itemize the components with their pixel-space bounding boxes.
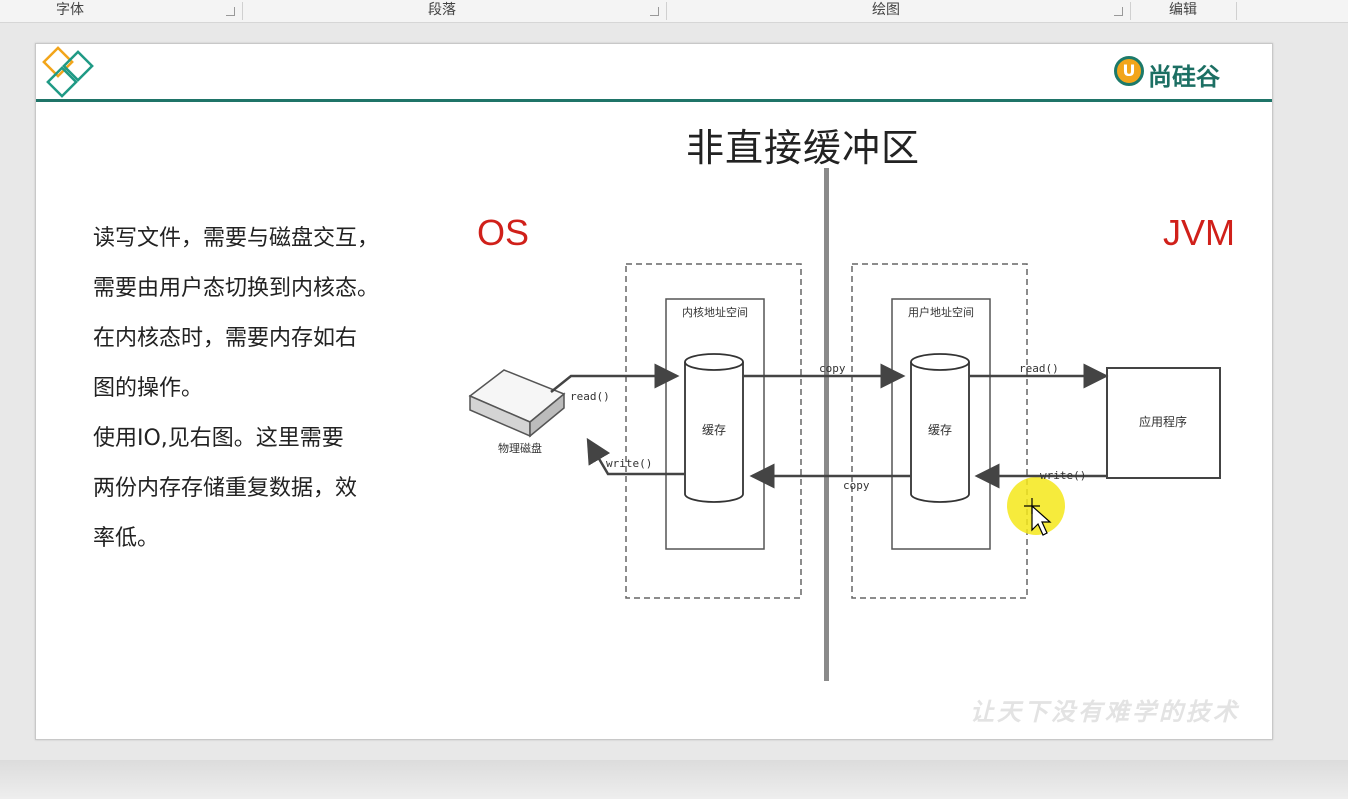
kernel-user-divider: [824, 168, 829, 681]
user-space-label: 用户地址空间: [908, 305, 974, 319]
slide-watermark: 让天下没有难学的技术: [970, 697, 1240, 726]
ribbon-separator: [1130, 2, 1131, 20]
body-line: 在内核态时，需要内存如右: [93, 326, 358, 351]
ribbon-group-editing[interactable]: 编辑: [1169, 2, 1197, 18]
body-line: 率低。: [93, 526, 160, 551]
io-diagram: 内核地址空间 用户地址空间 缓存 缓存 物理磁盘 应用程序 read(): [468, 263, 1221, 599]
write-label-app: write(): [1040, 469, 1086, 482]
copy-label-top: copy: [819, 362, 846, 375]
ribbon-bar: 字体 段落 绘图 编辑: [0, 0, 1348, 23]
physical-disk-icon: [468, 369, 566, 438]
physical-disk-label: 物理磁盘: [498, 441, 542, 455]
application-box: [1106, 367, 1221, 479]
ribbon-group-font[interactable]: 字体: [56, 2, 84, 18]
copy-label-bottom: copy: [843, 479, 870, 492]
bottom-strip: [0, 760, 1348, 799]
user-buffer-label: 缓存: [928, 423, 952, 437]
kernel-space-box: [665, 298, 765, 550]
body-line: 两份内存存储重复数据，效: [93, 476, 358, 501]
kernel-buffer-label: 缓存: [702, 423, 726, 437]
slide-title: 非直接缓冲区: [686, 126, 921, 170]
read-label-kernel: read(): [570, 390, 610, 403]
application-label: 应用程序: [1139, 414, 1187, 429]
write-label-kernel: write(): [606, 457, 652, 470]
paragraph-dialog-launcher-icon[interactable]: [650, 7, 659, 16]
body-line: 需要由用户态切换到内核态。: [93, 276, 380, 301]
slide-canvas[interactable]: U 尚硅谷 非直接缓冲区 OS JVM 读写文件，需要与磁盘交互， 需要由用户态…: [35, 43, 1273, 740]
read-arrow-kernel: [550, 363, 680, 393]
kernel-buffer-cylinder: [684, 353, 744, 503]
drawing-dialog-launcher-icon[interactable]: [1114, 7, 1123, 16]
kernel-space-label: 内核地址空间: [682, 305, 748, 319]
body-text: 读写文件，需要与磁盘交互， 需要由用户态切换到内核态。 在内核态时，需要内存如右…: [93, 214, 453, 564]
header-rule: [36, 99, 1272, 102]
ribbon-group-drawing[interactable]: 绘图: [872, 2, 900, 18]
cursor-move-icon: [1024, 498, 1052, 536]
jvm-label: JVM: [1163, 212, 1235, 253]
read-label-app: read(): [1019, 362, 1059, 375]
ribbon-separator: [1236, 2, 1237, 20]
brand-logo-icon: U: [1114, 56, 1144, 86]
user-boundary: [851, 263, 1028, 599]
body-line: 使用IO,见右图。这里需要: [93, 426, 344, 451]
body-line: 读写文件，需要与磁盘交互，: [93, 226, 380, 251]
write-arrow-kernel: [586, 437, 685, 476]
brand-name: 尚硅谷: [1148, 63, 1220, 91]
font-dialog-launcher-icon[interactable]: [226, 7, 235, 16]
body-line: 图的操作。: [93, 376, 204, 401]
ribbon-separator: [242, 2, 243, 20]
os-label: OS: [477, 212, 530, 253]
ribbon-separator: [666, 2, 667, 20]
kernel-boundary: [625, 263, 802, 599]
diamond-logo-icon: [42, 46, 94, 98]
ribbon-group-paragraph[interactable]: 段落: [428, 2, 456, 18]
user-buffer-cylinder: [910, 353, 970, 503]
